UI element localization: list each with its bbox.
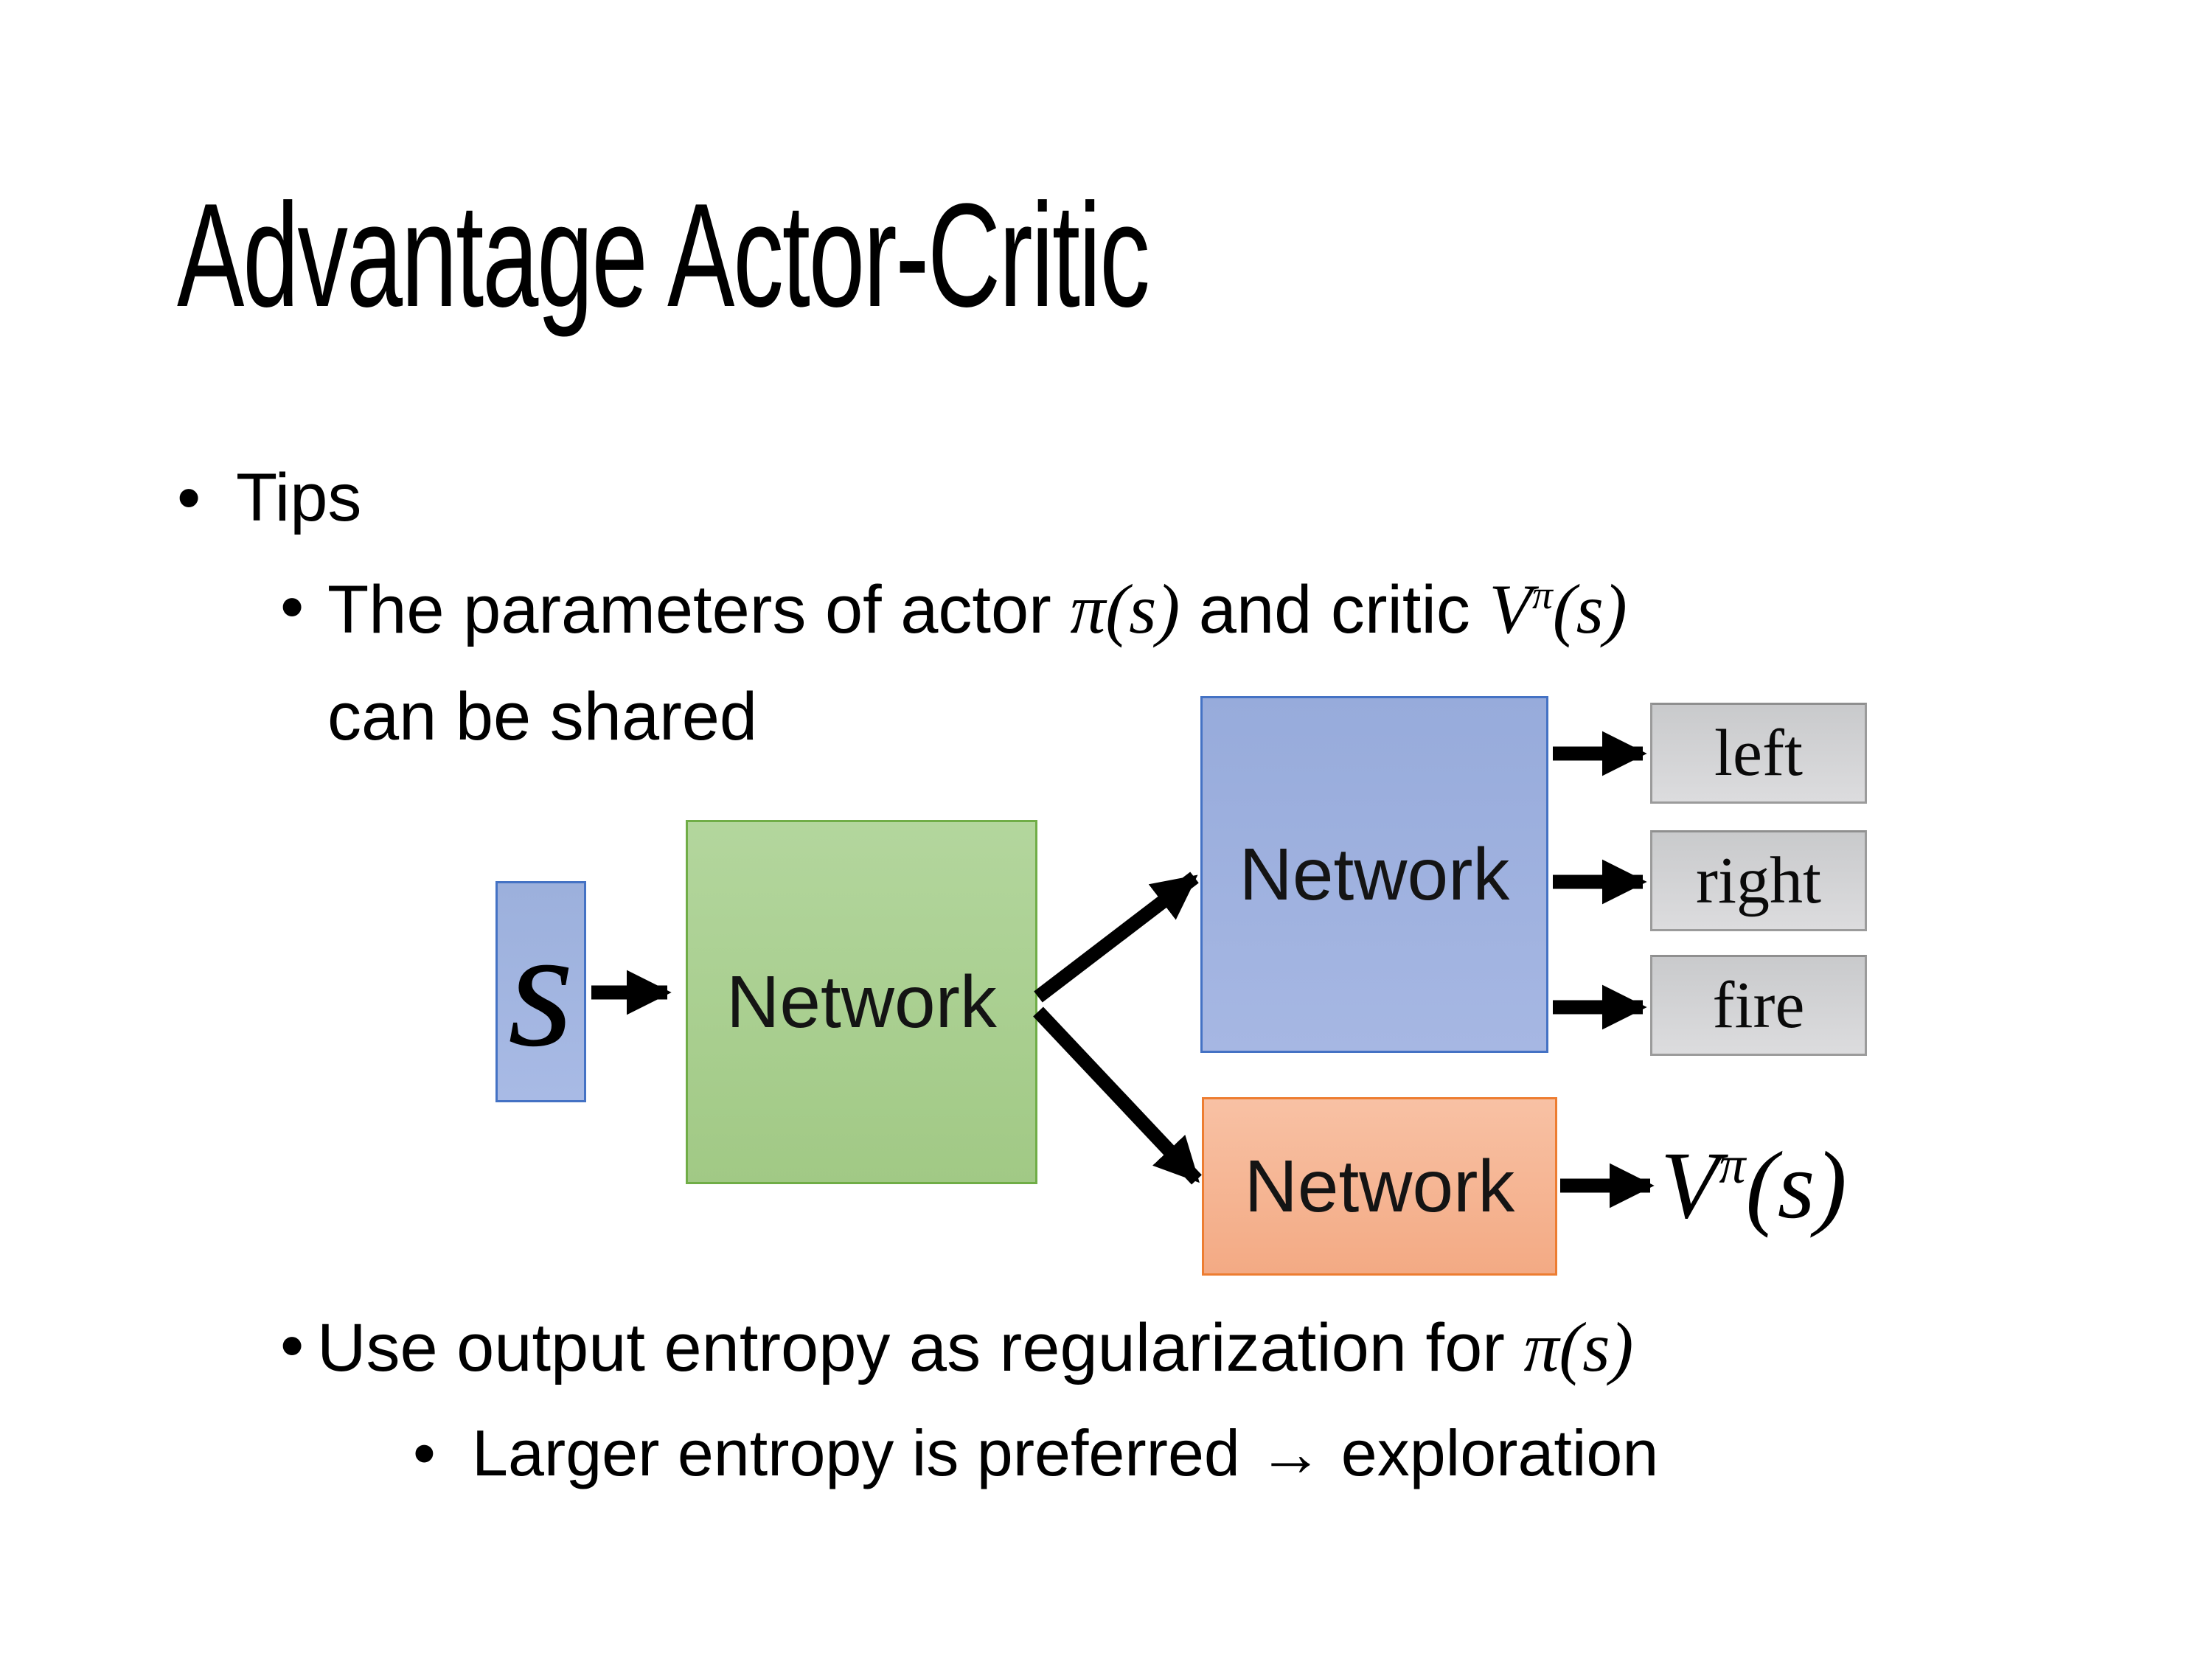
state-box: s — [495, 881, 586, 1102]
actor-network-label: Network — [1239, 832, 1510, 916]
actor-network-box: Network — [1200, 696, 1548, 1053]
critic-math: Vπ(s) — [1489, 570, 1627, 648]
exploration-text: Larger entropy is preferred → exploratio… — [472, 1416, 1659, 1489]
shared-parameters-text: The parameters of actor π(s) and critic … — [327, 554, 1627, 771]
critic-network-box: Network — [1202, 1097, 1557, 1276]
page-title: Advantage Actor-Critic — [177, 173, 1150, 338]
critic-network-label: Network — [1244, 1144, 1515, 1228]
action-box-right: right — [1650, 830, 1867, 931]
bullet-shared-parameters: • The parameters of actor π(s) and criti… — [280, 554, 1627, 771]
shared-parameters-line1: The parameters of actor π(s) and critic … — [327, 570, 1627, 648]
bullet-dot: • — [280, 569, 305, 644]
action-label-left: left — [1714, 717, 1803, 790]
actor-math: π(s) — [1070, 570, 1180, 648]
arrow-shared-to-actor — [1034, 872, 1199, 1003]
action-label-fire: fire — [1712, 969, 1805, 1042]
bullet-dot: • — [177, 460, 201, 535]
action-box-fire: fire — [1650, 955, 1867, 1056]
shared-network-box: Network — [686, 820, 1037, 1184]
bullet-dot: • — [280, 1308, 305, 1383]
arrow-shared-to-critic — [1033, 1006, 1202, 1185]
bullet-exploration: • Larger entropy is preferred → explorat… — [413, 1413, 1658, 1494]
action-label-right: right — [1696, 844, 1821, 917]
bullet-dot: • — [413, 1416, 436, 1489]
bullet-entropy-regularization: • Use output entropy as regularization f… — [280, 1304, 1633, 1392]
action-box-left: left — [1650, 703, 1867, 804]
entropy-regularization-text: Use output entropy as regularization for… — [317, 1308, 1634, 1386]
tips-label: Tips — [236, 460, 362, 535]
pi-math: π(s) — [1523, 1308, 1634, 1386]
bullet-tips: • Tips — [177, 456, 361, 540]
shared-network-label: Network — [726, 960, 997, 1043]
shared-parameters-line2: can be shared — [327, 679, 758, 755]
